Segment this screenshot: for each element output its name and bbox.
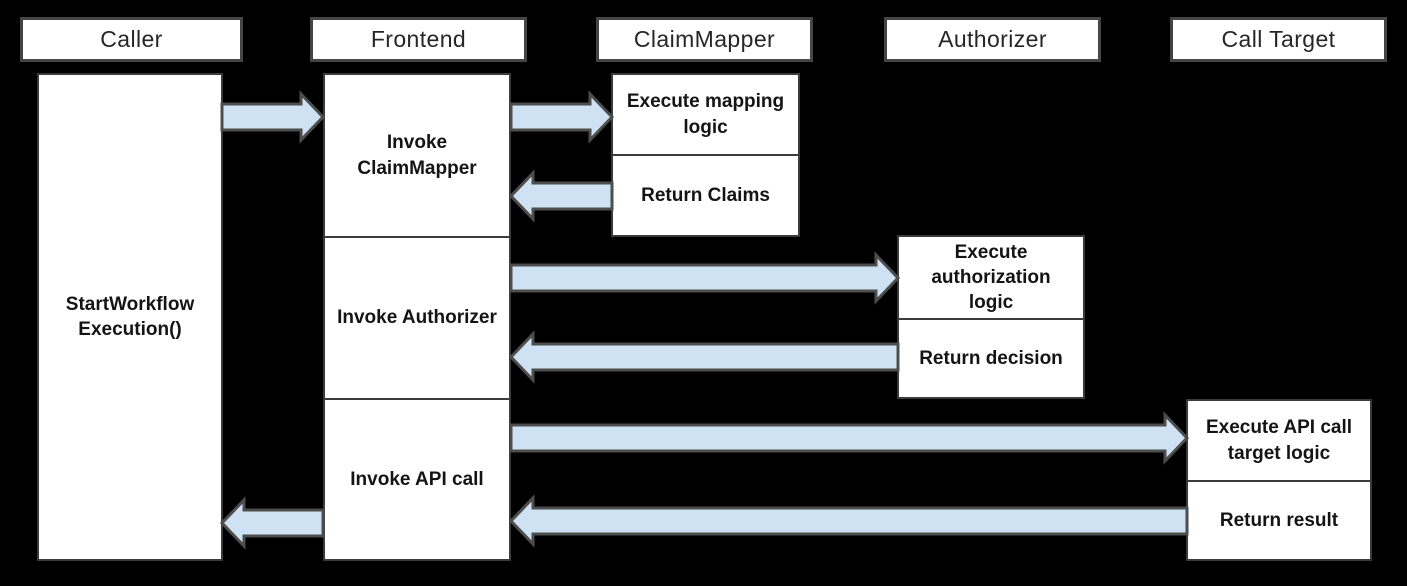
- caller-activity-box: StartWorkflow Execution(): [37, 73, 223, 561]
- arrow-frontend-to-call-target: [509, 411, 1190, 465]
- authorizer-activity-box: Execute authorization logic Return decis…: [897, 235, 1085, 399]
- caller-activity-line1: StartWorkflow: [65, 293, 195, 315]
- section-return-decision: Return decision: [899, 318, 1083, 397]
- lane-header-claimmapper: ClaimMapper: [596, 17, 813, 62]
- section-return-claims: Return Claims: [613, 154, 798, 235]
- lane-header-caller: Caller: [20, 17, 243, 62]
- caller-activity-line2: Execution(): [78, 319, 182, 340]
- arrow-claimmapper-to-frontend: [508, 169, 614, 223]
- claimmapper-activity-box: Execute mapping logic Return Claims: [611, 73, 800, 237]
- arrow-call-target-to-frontend: [508, 494, 1189, 548]
- section-return-result: Return result: [1188, 480, 1370, 559]
- arrow-authorizer-to-frontend: [508, 330, 900, 384]
- section-execute-authorization-logic: Execute authorization logic: [931, 241, 1051, 314]
- section-execute-api-call-target-logic: Execute API call target logic: [1205, 417, 1353, 464]
- lane-header-call-target: Call Target: [1170, 17, 1387, 62]
- arrow-frontend-to-authorizer: [509, 251, 901, 305]
- arrow-frontend-to-caller: [219, 496, 325, 550]
- lane-header-frontend: Frontend: [310, 17, 527, 62]
- section-execute-mapping-logic: Execute mapping logic: [626, 91, 785, 138]
- call-target-activity-box: Execute API call target logic Return res…: [1186, 399, 1372, 561]
- section-invoke-claimmapper: Invoke ClaimMapper: [357, 132, 477, 179]
- section-invoke-api-call: Invoke API call: [325, 398, 509, 559]
- section-invoke-authorizer: Invoke Authorizer: [325, 236, 509, 398]
- frontend-activity-box: Invoke ClaimMapper Invoke Authorizer Inv…: [323, 73, 511, 561]
- lane-header-authorizer: Authorizer: [884, 17, 1101, 62]
- arrow-frontend-to-claimmapper: [509, 90, 615, 144]
- arrow-caller-to-frontend: [220, 90, 326, 144]
